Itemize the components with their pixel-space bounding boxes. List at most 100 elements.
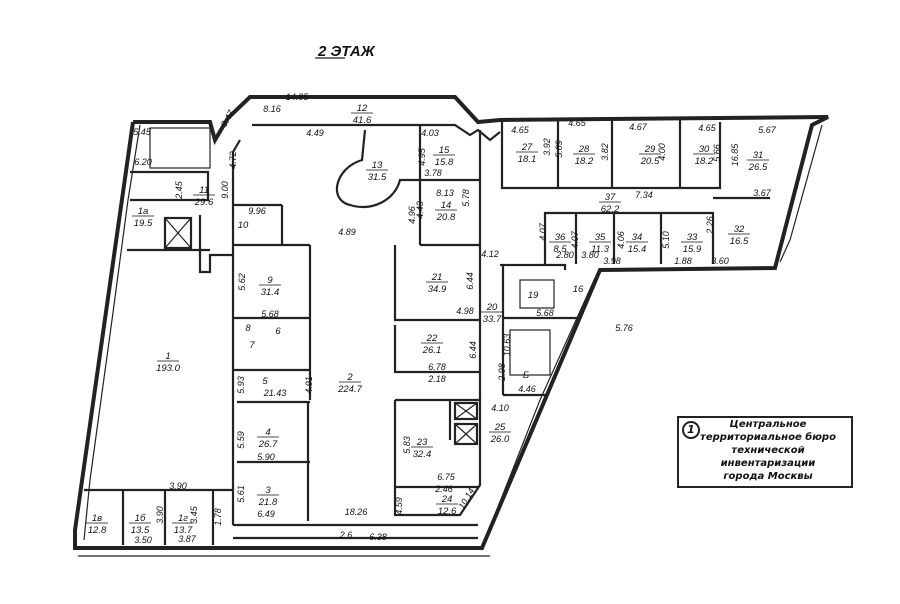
room-number-label: 7 — [249, 340, 255, 351]
dimension-label: 5.93 — [236, 376, 246, 394]
room-number: 2 — [346, 372, 353, 383]
room-area: 20.8 — [436, 212, 456, 223]
dimension-label: 3.67 — [753, 188, 772, 198]
dimension-label: 2.6 — [339, 530, 353, 540]
dimension-label: 3.98 — [603, 256, 621, 266]
dimension-label: 4.43 — [415, 201, 425, 219]
dimension-label: 6.49 — [257, 509, 275, 519]
room-area: 18.2 — [695, 156, 714, 167]
room-number: 32 — [734, 224, 745, 235]
room-number: 34 — [632, 232, 643, 243]
room-number: 24 — [441, 494, 453, 505]
dimension-label: 5.90 — [257, 452, 275, 462]
room-label: 321.8 — [257, 485, 279, 508]
room-number-label: 19 — [528, 290, 539, 301]
room-area: 41.6 — [353, 115, 372, 126]
dimension-label: 6.44 — [465, 272, 475, 290]
dimension-label: 5.62 — [237, 273, 247, 291]
dimension-label: 2.98 — [497, 363, 507, 382]
room-number: 28 — [578, 144, 590, 155]
room-label: 931.4 — [259, 275, 281, 298]
room-number: 12 — [357, 103, 368, 114]
dimension-label: 8.13 — [436, 188, 454, 198]
dimension-label: 4.65 — [511, 125, 530, 135]
room-number-label: 10 — [238, 220, 249, 231]
dimension-label: 7.34 — [635, 190, 653, 200]
room-number-label: Б — [523, 370, 529, 381]
room-area: 20.5 — [640, 156, 660, 167]
room-area: 13.7 — [174, 525, 193, 536]
room-number: 13 — [372, 160, 383, 171]
dimension-label: 3.78 — [424, 168, 442, 178]
room-area: 31.4 — [261, 287, 280, 298]
dimension-label: 6.20 — [134, 157, 152, 167]
room-area: 16.5 — [730, 236, 749, 247]
dimension-label: 5.67 — [758, 125, 777, 135]
room-number: 31 — [753, 150, 764, 161]
dimension-label: 2.18 — [427, 374, 446, 384]
dimension-label: 4.49 — [306, 128, 324, 138]
dimension-label: 3.80 — [581, 250, 599, 260]
dimension-label: 5.59 — [236, 431, 246, 449]
room-area: 8.5 — [553, 244, 567, 255]
room-number: 3 — [265, 485, 271, 496]
dimension-label: 3.60 — [711, 256, 729, 266]
dimension-label: 4.06 — [616, 231, 626, 249]
dimension-label: 10.14 — [456, 486, 476, 511]
room-area: 29.6 — [194, 197, 214, 208]
dimension-label: 16.85 — [730, 143, 740, 167]
room-number-label: 16 — [573, 284, 584, 295]
dimension-label: 6.44 — [468, 341, 478, 359]
dimension-label: 4.89 — [338, 227, 356, 237]
room-area: 13.5 — [131, 525, 150, 536]
dimension-label: 5.76 — [615, 323, 633, 333]
dimension-label: 3.87 — [178, 534, 197, 544]
room-number: 30 — [699, 144, 710, 155]
bti-stamp: 1 Центральное территориальное бюро техни… — [677, 416, 853, 488]
dimension-label: 4.67 — [629, 122, 648, 132]
room-number: 33 — [687, 232, 698, 243]
room-number: 1 — [165, 351, 170, 362]
dimension-label: 4.95 — [417, 147, 427, 166]
dimension-label: 4.12 — [481, 249, 499, 259]
dimension-label: 5.66 — [712, 144, 722, 162]
room-area: 193.0 — [156, 363, 180, 374]
dimension-label: 4.91 — [304, 376, 314, 394]
dimension-label: 5.83 — [402, 436, 412, 454]
dimension-label: 5.78 — [461, 189, 471, 207]
dimension-label: 18.26 — [345, 507, 368, 517]
room-number: 20 — [486, 302, 498, 313]
room-number: 15 — [439, 145, 450, 156]
dimension-label: 6.78 — [428, 362, 446, 372]
dimension-label: 4.07 — [570, 230, 580, 249]
dimension-label: 5.89 — [554, 140, 564, 158]
dimension-label: 5.68 — [536, 308, 554, 318]
stamp-line-1: Центральное — [729, 419, 807, 430]
room-area: 21.8 — [258, 497, 278, 508]
room-number: 25 — [494, 422, 506, 433]
dimension-label: 3.92 — [542, 138, 552, 156]
room-area: 18.2 — [575, 156, 594, 167]
dimension-label: 4.98 — [456, 306, 474, 316]
dimension-label: 4.07 — [538, 222, 548, 241]
room-number: 21 — [431, 272, 443, 283]
